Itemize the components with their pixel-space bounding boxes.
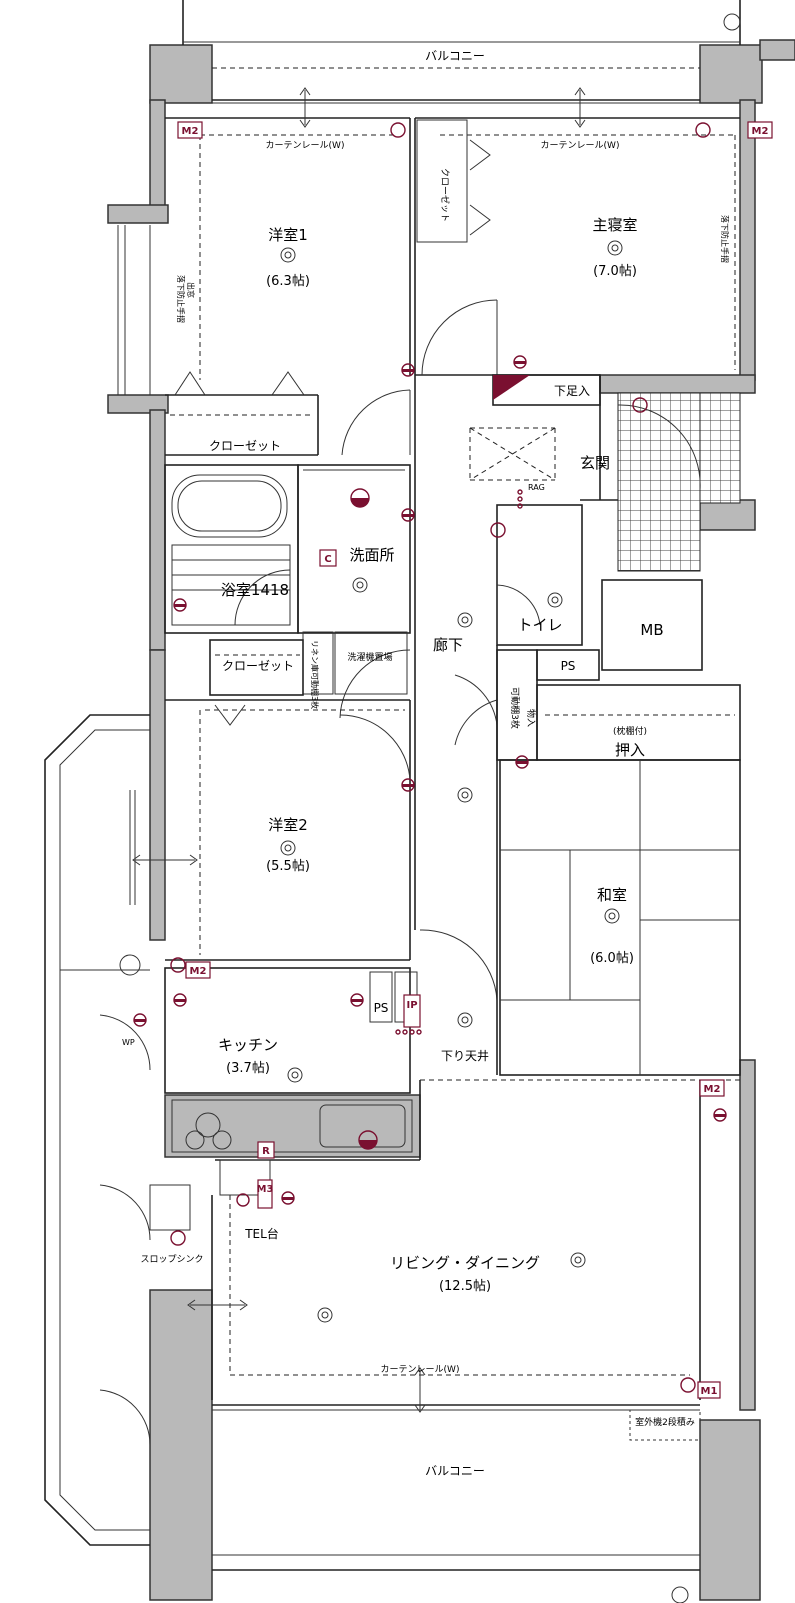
room-name-washroom: 洗面所 xyxy=(349,546,394,564)
tag-m3: M3 xyxy=(257,1184,274,1195)
balcony-bottom xyxy=(212,1404,700,1603)
tel-label: TEL台 xyxy=(244,1226,279,1241)
window-arrows xyxy=(132,87,586,1413)
oshiire-note: (枕棚付) xyxy=(613,725,647,737)
tag-ip: IP xyxy=(406,1000,417,1011)
room-name-kitchen: キッチン xyxy=(218,1036,278,1054)
slop-sink-label: スロップシンク xyxy=(140,1254,203,1265)
ps-label-1: PS xyxy=(561,659,576,673)
outlet-marks xyxy=(133,355,727,1207)
room-size-master: (7.0帖) xyxy=(593,264,637,279)
tag-r: R xyxy=(262,1146,270,1157)
room-name-toilet: トイレ xyxy=(517,616,562,634)
room-size-kitchen: (3.7帖) xyxy=(226,1061,270,1076)
tag-m2-4: M2 xyxy=(704,1084,721,1095)
room-master-bedroom xyxy=(414,117,740,376)
wp-label: WP xyxy=(122,1038,135,1047)
ceiling-lights xyxy=(280,240,623,1323)
movable-shelf-label: 可動棚3枚 xyxy=(509,687,521,729)
room-western-2 xyxy=(165,699,411,961)
washer-label: 洗濯機置場 xyxy=(347,651,392,663)
shoe-label: 下足入 xyxy=(554,384,590,398)
room-size-western2: (5.5帖) xyxy=(266,859,310,874)
room-name-master: 主寝室 xyxy=(592,216,637,234)
room-size-living: (12.5帖) xyxy=(439,1279,491,1294)
room-name-bath: 浴室1418 xyxy=(221,581,289,599)
room-name-entrance: 玄関 xyxy=(580,454,610,472)
curtain-label-2: カーテンレール(W) xyxy=(541,140,620,151)
tag-m2-3: M2 xyxy=(190,966,207,977)
balcony-top-label: バルコニー xyxy=(425,49,485,63)
room-kitchen xyxy=(164,967,421,1158)
ps-label-2: PS xyxy=(374,1001,389,1015)
room-name-japanese: 和室 xyxy=(597,886,627,904)
bay-label: 出窓 xyxy=(186,282,196,298)
tag-m1: M1 xyxy=(701,1386,718,1397)
lowered-ceiling-label: 下り天井 xyxy=(441,1049,489,1063)
balcony-top xyxy=(182,0,741,104)
room-living-dining xyxy=(149,1080,701,1441)
bay-window xyxy=(117,225,151,395)
room-name-western1: 洋室1 xyxy=(268,226,308,244)
room-name-mb: MB xyxy=(640,621,663,639)
curtain-label-1: カーテンレール(W) xyxy=(266,140,345,151)
balcony-bottom-label: バルコニー xyxy=(425,1464,485,1478)
room-washroom xyxy=(297,464,411,719)
room-bath xyxy=(164,464,299,634)
room-size-japanese: (6.0帖) xyxy=(590,951,634,966)
storage-label: 物入 xyxy=(525,709,537,727)
closet-area xyxy=(209,639,304,696)
tag-c: C xyxy=(324,554,331,565)
room-name-western2: 洋室2 xyxy=(268,816,308,834)
oshiire-label: 押入 xyxy=(615,741,645,759)
fall-rail-label-2: 落下防止手摺 xyxy=(720,215,730,263)
curtain-label-3: カーテンレール(W) xyxy=(381,1364,460,1375)
corridor xyxy=(414,375,740,1081)
tag-m2-1: M2 xyxy=(182,126,199,137)
room-size-western1: (6.3帖) xyxy=(266,274,310,289)
closet-label-1: クローゼット xyxy=(209,439,281,453)
room-entrance xyxy=(469,374,741,572)
room-western-1 xyxy=(165,117,411,456)
closet-label-2: クローゼット xyxy=(439,168,451,222)
fall-rail-label-1: 落下防止手摺 xyxy=(176,275,186,323)
outer-walls xyxy=(107,39,795,1601)
equipment-tags: M2 M2 M2 M2 M1 M3 C R IP xyxy=(170,121,773,1399)
tag-m2-2: M2 xyxy=(752,126,769,137)
closet-label-3: クローゼット xyxy=(222,659,294,673)
room-name-corridor: 廊下 xyxy=(433,636,463,654)
outdoor-unit-label: 室外機2段積み xyxy=(635,1416,695,1428)
labels: バルコニー バルコニー 洋室1 (6.3帖) 主寝室 (7.0帖) 玄関 浴室1… xyxy=(122,49,730,1478)
room-name-living: リビング・ダイニング xyxy=(390,1254,540,1272)
rag-label: RAG xyxy=(528,483,545,492)
exterior-corridor xyxy=(44,714,151,1546)
room-japanese xyxy=(419,759,741,1076)
linen-label: リネン庫可動棚3枚 xyxy=(310,640,320,709)
